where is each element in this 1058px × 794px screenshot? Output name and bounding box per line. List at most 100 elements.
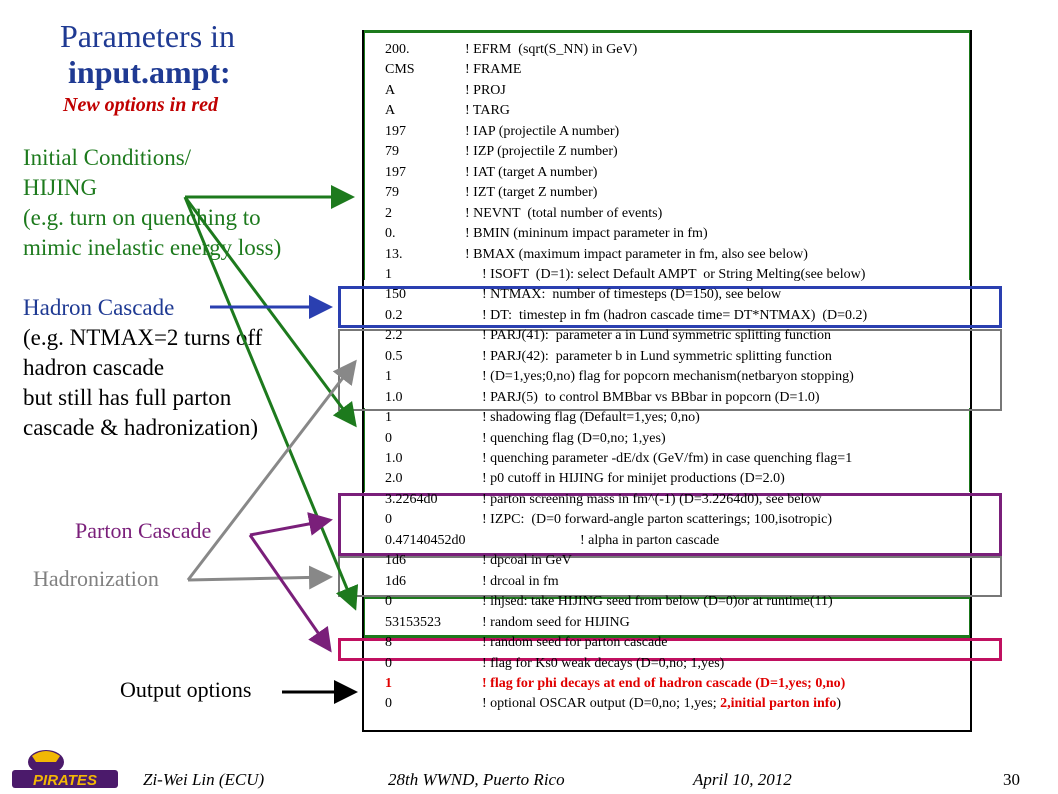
arrow-to-lund-params — [186, 359, 357, 581]
param-comment: ! IZT (target Z number) — [465, 185, 598, 201]
param-comment: ! quenching flag (D=0,no; 1,yes) — [482, 430, 666, 446]
hadron-desc-1: (e.g. NTMAX=2 turns off — [23, 325, 263, 350]
param-value: 2.2 — [385, 328, 403, 344]
param-value: 0.2 — [385, 307, 403, 323]
param-value: CMS — [385, 62, 415, 78]
param-comment-text: ! optional OSCAR output (D=0,no; 1,yes; — [482, 696, 721, 712]
param-value: 1 — [385, 675, 392, 691]
hadronization-label: Hadronization — [33, 566, 159, 591]
param-value: 0.47140452d0 — [385, 532, 466, 548]
param-comment: ! ihjsed: take HIJING seed from below (D… — [482, 594, 833, 610]
param-value: 197 — [385, 164, 406, 180]
title-line-1: Parameters in — [60, 18, 236, 54]
arrow-to-hijing-seed — [183, 196, 359, 611]
param-value: A — [385, 103, 396, 119]
footer-event: 28th WWND, Puerto Rico — [388, 770, 565, 789]
arrow-to-parton-params — [249, 512, 333, 537]
arrow-to-quenching-params — [183, 196, 357, 428]
hadron-desc-2: hadron cascade — [23, 355, 165, 380]
pirates-logo-icon: PIRATES — [12, 750, 118, 789]
param-value: 3.2264d0 — [385, 491, 438, 507]
param-value: 79 — [385, 144, 399, 160]
initial-conditions-arrows — [183, 185, 359, 611]
param-value: 8 — [385, 635, 392, 651]
subtitle: New options in red — [63, 94, 219, 116]
param-value: 1 — [385, 369, 392, 385]
param-value: 0 — [385, 655, 392, 671]
param-value: 2 — [385, 205, 392, 221]
parton-seed-box — [338, 638, 1002, 661]
hadron-cascade-label: Hadron Cascade (e.g. NTMAX=2 turns off h… — [23, 293, 262, 443]
hadron-desc-3: but still has full parton — [23, 385, 232, 410]
param-comment: ! quenching parameter -dE/dx (GeV/fm) in… — [482, 451, 853, 466]
footer-page-number: 30 — [1003, 770, 1020, 789]
param-value: 0.5 — [385, 348, 403, 364]
param-comment: ! p0 cutoff in HIJING for minijet produc… — [482, 471, 785, 487]
param-comment: ! BMAX (maximum impact parameter in fm, … — [465, 246, 808, 262]
param-comment: ! random seed for parton cascade — [482, 635, 668, 651]
param-comment: ! parton screening mass in fm^(-1) (D=3.… — [482, 491, 822, 507]
param-value: 53153523 — [385, 614, 441, 630]
param-comment: ! PARJ(42): parameter b in Lund symmetri… — [482, 348, 832, 364]
param-comment: ! EFRM (sqrt(S_NN) in GeV) — [465, 42, 638, 57]
param-comment: ! shadowing flag (Default=1,yes; 0,no) — [482, 410, 700, 426]
param-comment: ! FRAME — [465, 62, 522, 78]
param-comment: ! DT: timestep in fm (hadron cascade tim… — [482, 307, 868, 323]
param-comment: ! drcoal in fm — [482, 573, 559, 589]
param-value: 1d6 — [385, 553, 406, 569]
param-comment-new: 2,initial parton info — [720, 696, 837, 712]
param-value: 0 — [385, 430, 392, 446]
param-comment: ! optional OSCAR output (D=0,no; 1,yes; … — [482, 694, 841, 714]
param-comment: ! flag for Ks0 weak decays (D=0,no; 1,ye… — [482, 655, 725, 671]
init-line-2: HIJING — [23, 175, 98, 200]
parton-cascade-label: Parton Cascade — [75, 518, 212, 543]
hadron-cascade-box — [338, 286, 1002, 328]
param-comment: ! PROJ — [465, 82, 506, 98]
param-comment: ! random seed for HIJING — [482, 614, 630, 630]
param-value: 1.0 — [385, 451, 403, 466]
param-value: 1 — [385, 410, 392, 426]
footer-author: Zi-Wei Lin (ECU) — [143, 770, 265, 789]
param-comment: ! (D=1,yes;0,no) flag for popcorn mechan… — [482, 369, 854, 385]
output-options-label: Output options — [120, 677, 252, 702]
param-value: 0 — [385, 696, 392, 712]
logo-text: PIRATES — [33, 772, 97, 789]
param-value: 13. — [385, 246, 403, 262]
init-line-4: mimic inelastic energy loss) — [23, 235, 282, 260]
hadronization-box-2 — [338, 556, 1002, 597]
hadron-cascade-title: Hadron Cascade — [23, 295, 175, 320]
init-line-1: Initial Conditions/ — [23, 145, 192, 170]
param-value: 1 — [385, 266, 392, 282]
param-value: 200. — [385, 42, 410, 57]
param-value: A — [385, 82, 396, 98]
param-value: 1d6 — [385, 573, 406, 589]
param-comment: ! NTMAX: number of timesteps (D=150), se… — [482, 287, 782, 303]
param-value: 2.0 — [385, 471, 403, 487]
param-value: 150 — [385, 287, 406, 303]
parton-cascade-arrows — [248, 512, 333, 653]
param-value: 1.0 — [385, 389, 403, 405]
param-value: 79 — [385, 185, 399, 201]
param-value: 197 — [385, 123, 406, 139]
param-comment: ! PARJ(5) to control BMBbar vs BBbar in … — [482, 389, 820, 405]
param-comment: ! alpha in parton cascade — [580, 532, 720, 548]
param-comment: ! IAP (projectile A number) — [465, 123, 620, 139]
param-comment-end: ) — [836, 696, 842, 712]
param-value: 0 — [385, 512, 392, 528]
param-comment: ! flag for phi decays at end of hadron c… — [482, 675, 846, 691]
param-comment: ! PARJ(41): parameter a in Lund symmetri… — [482, 328, 832, 344]
param-comment: ! IZPC: (D=0 forward-angle parton scatte… — [482, 512, 833, 528]
frame-right-line — [970, 30, 972, 730]
hadronization-arrows — [186, 359, 357, 590]
initial-conditions-label: Initial Conditions/ HIJING (e.g. turn on… — [23, 143, 281, 263]
hadron-desc-4: cascade & hadronization) — [23, 415, 258, 440]
param-comment: ! IAT (target A number) — [465, 164, 598, 180]
frame-left-line — [362, 30, 364, 730]
init-line-3: (e.g. turn on quenching to — [23, 205, 261, 230]
param-comment: ! TARG — [465, 103, 510, 119]
param-value: 0 — [385, 594, 392, 610]
param-comment: ! ISOFT (D=1): select Default AMPT or St… — [482, 266, 866, 282]
arrow-to-coal-params — [187, 565, 333, 590]
param-comment: ! dpcoal in GeV — [482, 553, 572, 569]
